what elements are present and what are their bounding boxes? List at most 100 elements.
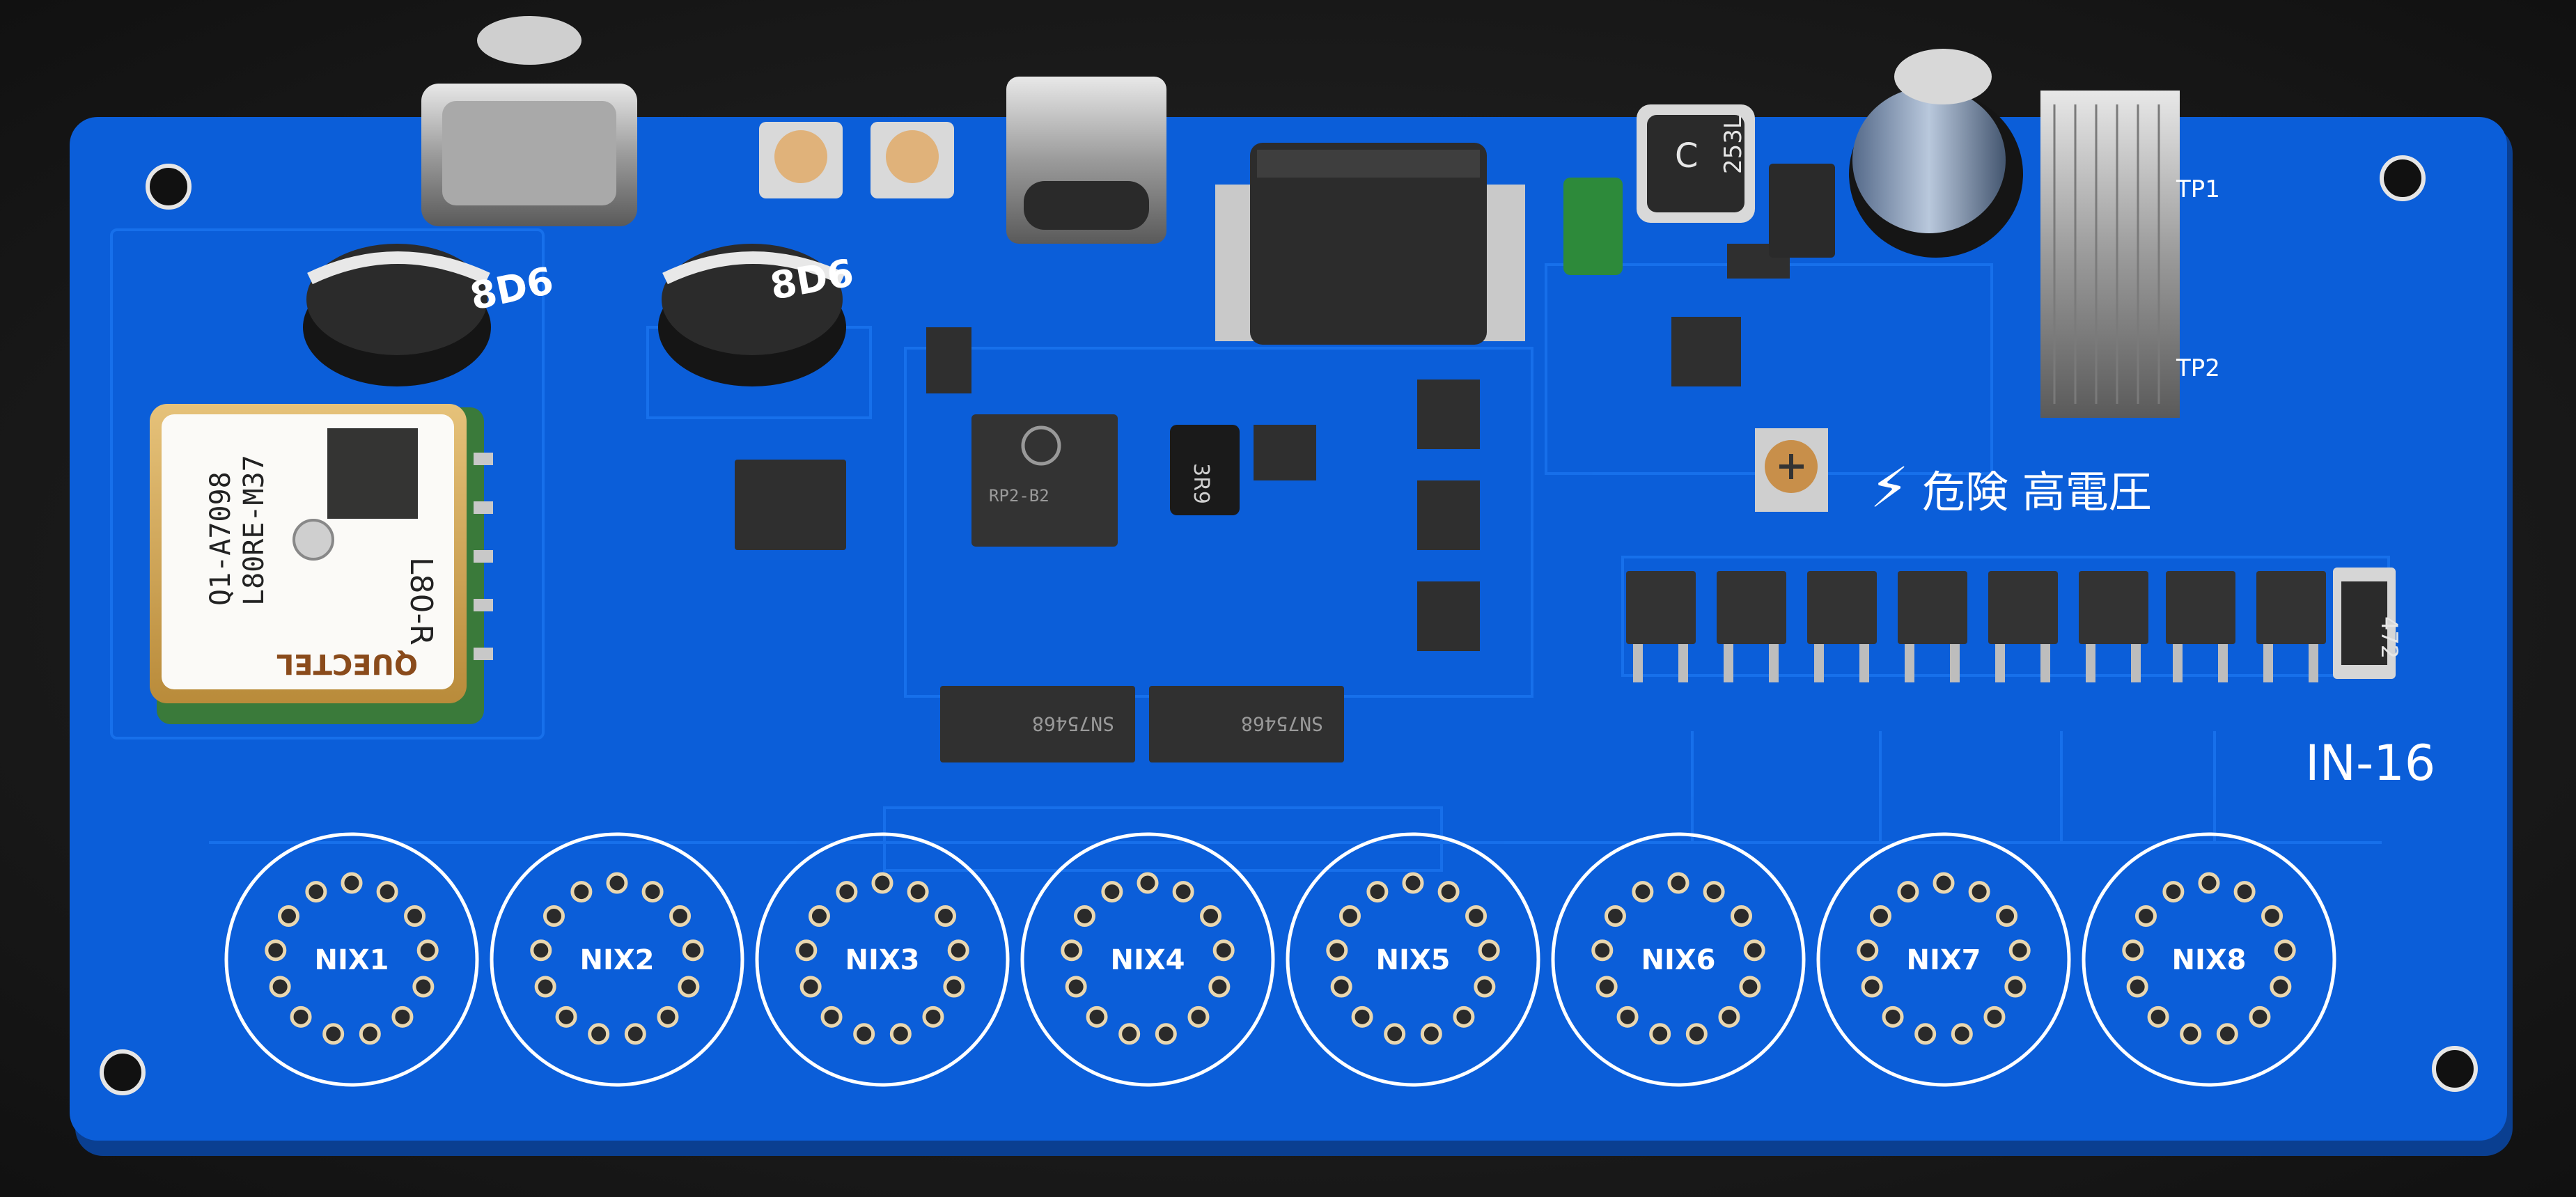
socket-pin	[1869, 905, 1891, 928]
socket-pin	[1402, 872, 1424, 894]
socket-label: NIX3	[845, 944, 919, 976]
socket-pin	[795, 939, 818, 962]
pcb-board	[70, 117, 2507, 1141]
svg-text:SN75468: SN75468	[1241, 712, 1323, 735]
socket-pin	[2004, 976, 2027, 998]
socket-pin	[1061, 939, 1083, 962]
mcu-chip: RP2-B2	[971, 414, 1118, 547]
socket-outline	[755, 832, 1010, 1087]
socket-pin	[2122, 939, 2144, 962]
socket-pin	[606, 872, 628, 894]
socket-pin	[376, 881, 398, 903]
socket-pin	[889, 1023, 912, 1045]
socket-pin	[1591, 939, 1614, 962]
electrolytic-capacitor	[1849, 49, 2023, 258]
resistor-472: 472	[2333, 568, 2403, 679]
socket-outline	[1020, 832, 1275, 1087]
socket-pin	[2270, 976, 2292, 998]
small-ics	[735, 244, 1790, 651]
socket-pin	[1857, 939, 1879, 962]
socket-label: NIX5	[1375, 944, 1450, 976]
socket-pin	[2261, 905, 2284, 928]
nixie-socket: NIX7	[1816, 832, 2071, 1087]
socket-pin	[657, 1006, 679, 1028]
potentiometer	[1755, 428, 1828, 512]
socket-pin	[853, 1023, 875, 1045]
socket-pin	[2147, 1006, 2169, 1028]
usb-c-connector	[1006, 77, 1166, 244]
tactile-buttons	[759, 122, 954, 198]
socket-pin	[265, 939, 287, 962]
socket-pin	[1384, 1023, 1406, 1045]
socket-pin	[947, 939, 969, 962]
socket-pin	[1187, 1006, 1210, 1028]
socket-pin	[322, 1023, 345, 1045]
socket-pin	[1478, 939, 1500, 962]
socket-pin	[624, 1023, 646, 1045]
socket-pin	[1718, 1006, 1740, 1028]
socket-pin	[1604, 905, 1626, 928]
socket-pin	[1086, 1006, 1108, 1028]
socket-pin	[1338, 905, 1361, 928]
mounting-holes	[100, 155, 2478, 1095]
socket-pin	[1968, 881, 1990, 903]
socket-pin	[1474, 976, 1496, 998]
socket-pin	[943, 976, 965, 998]
socket-pin	[359, 1023, 381, 1045]
socket-pin	[836, 881, 858, 903]
socket-pin	[641, 881, 664, 903]
socket-pin	[1212, 939, 1235, 962]
svg-text:3R9: 3R9	[1189, 463, 1213, 504]
socket-pin	[820, 1006, 843, 1028]
power-inductor: C 253L	[1637, 104, 1755, 223]
socket-outline	[2082, 832, 2336, 1087]
socket-pin	[1983, 1006, 2006, 1028]
svg-text:QUECTEL: QUECTEL	[276, 648, 418, 680]
nixie-socket: NIX5	[1286, 832, 1540, 1087]
socket-label: NIX6	[1641, 944, 1715, 976]
socket-pin	[1453, 1006, 1475, 1028]
socket-pin	[1101, 881, 1123, 903]
driver-ic-2: SN75468	[1149, 686, 1344, 762]
socket-pin	[2126, 976, 2148, 998]
socket-pin	[1118, 1023, 1141, 1045]
diode	[1769, 164, 1835, 258]
test-point-2-label: TP2	[2176, 354, 2220, 382]
socket-pin	[534, 976, 556, 998]
socket-pin	[799, 976, 822, 998]
battery-holder	[421, 16, 637, 226]
socket-pin	[1951, 1023, 1973, 1045]
socket-pin	[935, 905, 957, 928]
socket-pin	[305, 881, 327, 903]
socket-pin	[1137, 872, 1159, 894]
heat-sink	[2040, 91, 2180, 418]
socket-pin	[1437, 881, 1460, 903]
socket-pin	[669, 905, 692, 928]
socket-pin	[1073, 905, 1095, 928]
socket-pin	[1632, 881, 1654, 903]
socket-pin	[1914, 1023, 1937, 1045]
socket-outline	[224, 832, 479, 1087]
svg-text:SN75468: SN75468	[1032, 712, 1114, 735]
nixie-socket: NIX8	[2082, 832, 2336, 1087]
socket-pin	[404, 905, 426, 928]
socket-pin	[1351, 1006, 1373, 1028]
socket-pin	[1616, 1006, 1639, 1028]
socket-pin	[542, 905, 565, 928]
socket-pin	[391, 1006, 414, 1028]
socket-outline	[1816, 832, 2071, 1087]
tube-type-label: IN-16	[2305, 735, 2435, 792]
green-inductor	[1563, 178, 1623, 275]
nixie-socket: NIX6	[1551, 832, 1806, 1087]
socket-pin	[808, 905, 830, 928]
svg-text:L80-R: L80-R	[403, 557, 439, 646]
socket-pin	[1685, 1023, 1708, 1045]
svg-text:C: C	[1675, 136, 1699, 175]
socket-pin	[2008, 939, 2031, 962]
supercapacitor-1: 8D6	[303, 244, 557, 386]
svg-text:472: 472	[2376, 616, 2403, 659]
nixie-socket: NIX3	[755, 832, 1010, 1087]
socket-label: NIX7	[1906, 944, 1981, 976]
socket-pin	[907, 881, 929, 903]
